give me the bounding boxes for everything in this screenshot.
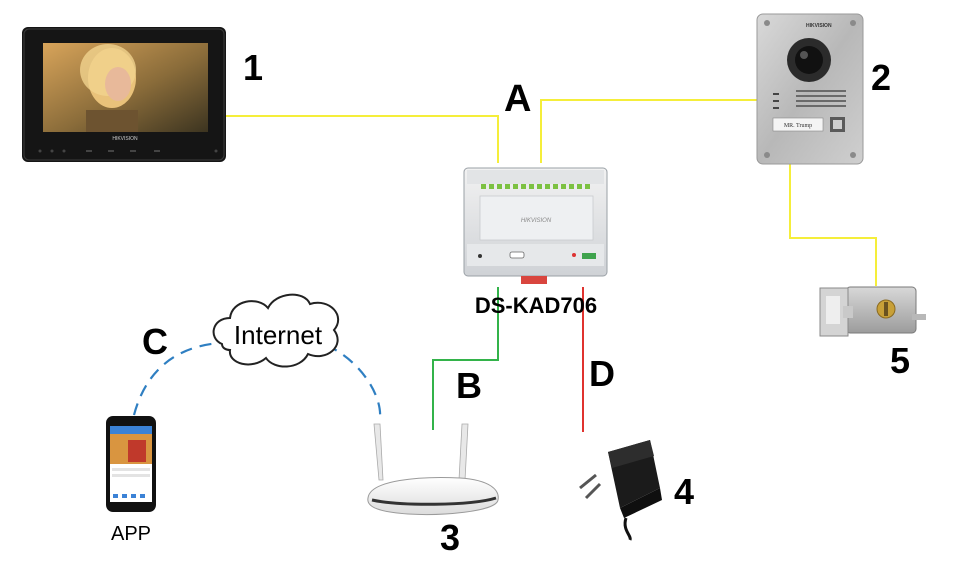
label-monitor: 1 [243,47,263,88]
indoor-monitor-icon: HIKVISION [22,27,226,162]
label-connection-d: D [589,353,615,394]
label-lock: 5 [890,340,910,381]
door-station-brand: HIKVISION [806,23,832,29]
distributor-icon: HIKVISION [463,167,608,284]
label-router: 3 [440,517,460,558]
label-connection-b: B [456,365,482,406]
distributor-brand: HIKVISION [521,218,552,224]
door-station-icon: HIKVISION MR. Trump [756,13,864,165]
lock-wire [789,163,877,286]
connection-line-b [432,287,499,430]
smartphone-icon [106,416,156,512]
connection-line-c [132,341,382,419]
router-icon [367,423,499,515]
monitor-brand: HIKVISION [112,136,138,142]
nameplate: MR. Trump [784,123,812,129]
distributor-model: DS-KAD706 [475,293,597,318]
cloud-icon [212,293,340,368]
label-power-adapter: 4 [674,471,694,512]
door-lock-icon [819,286,926,337]
label-connection-c: C [142,321,168,362]
cloud-label: Internet [234,320,323,350]
label-connection-a: A [504,78,531,120]
line-a-door-station [540,99,760,163]
label-door-station: 2 [871,57,891,98]
power-adapter-icon [579,440,662,541]
line-a-monitor [226,115,499,163]
connection-line-a [226,99,760,163]
app-label: APP [111,523,151,545]
